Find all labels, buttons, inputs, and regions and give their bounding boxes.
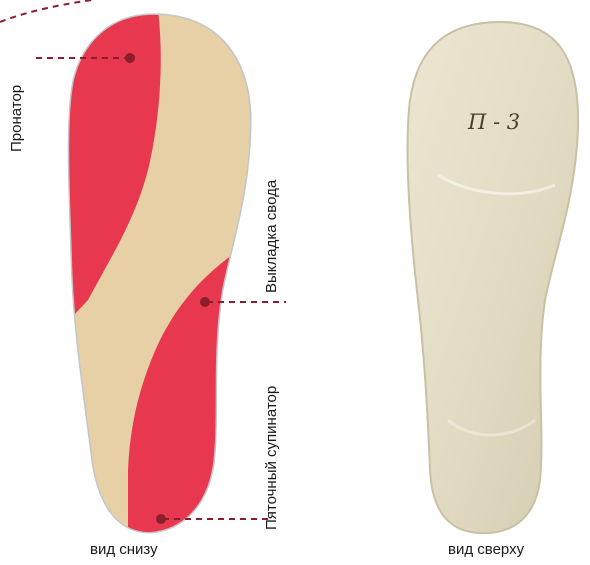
- pronator-dot: [125, 53, 135, 63]
- arch-support-label: Выкладка свода: [263, 180, 280, 293]
- pronator-label: Пронатор: [8, 85, 25, 152]
- arch-dot: [200, 297, 210, 307]
- heel-dot: [156, 514, 166, 524]
- insole-bottom-view: [60, 10, 260, 540]
- heel-supinator-label: Пяточный супинатор: [263, 386, 280, 530]
- corner-leader-line: [0, 0, 92, 22]
- insole-top-surface: [408, 22, 579, 533]
- bottom-view-caption: вид снизу: [90, 541, 158, 558]
- top-view-caption: вид сверху: [448, 541, 524, 558]
- insole-top-view: [408, 22, 579, 533]
- insole-marking: П - 3: [468, 110, 520, 134]
